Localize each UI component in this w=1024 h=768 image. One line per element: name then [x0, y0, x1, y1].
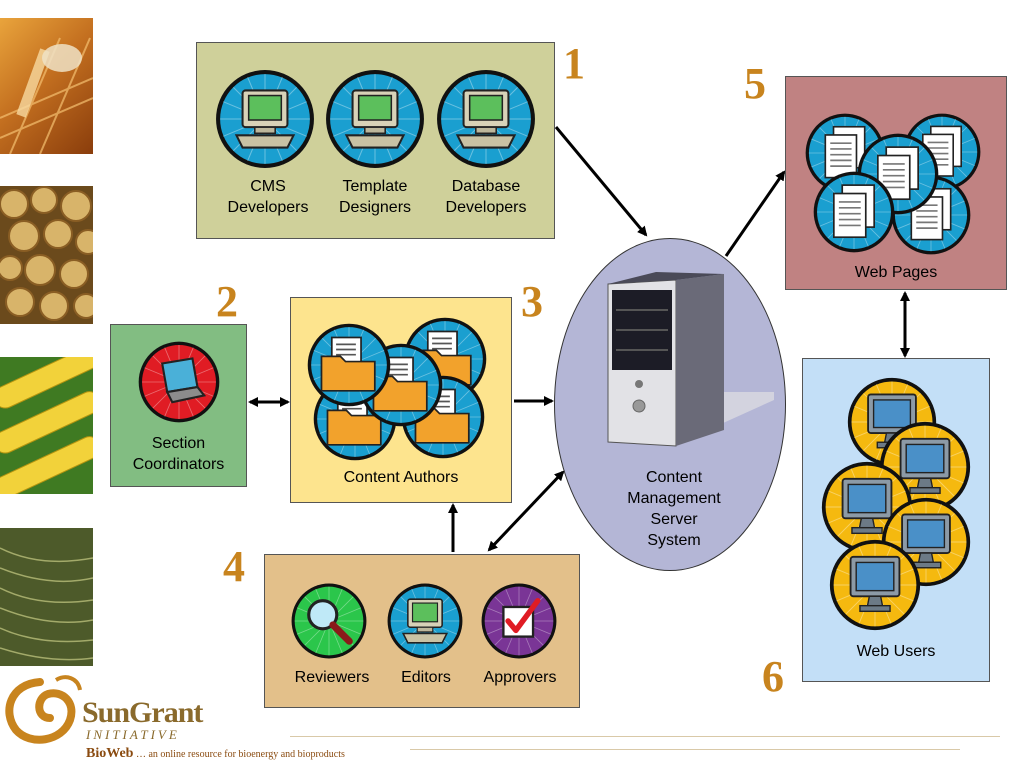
footer-rule-bottom — [410, 749, 960, 750]
folder-stack-icon — [302, 316, 492, 464]
group-number-2: 2 — [216, 277, 238, 326]
laptop-icon — [137, 340, 221, 424]
group-number-6: 6 — [762, 652, 784, 701]
approvers-label: Approvers — [483, 669, 557, 686]
footer-rule-top — [290, 736, 1000, 737]
photo-grass — [0, 528, 93, 666]
checkbox-icon — [480, 582, 558, 660]
group-number-1: 1 — [563, 39, 585, 88]
cms-developers-label: CMS Developers — [227, 178, 309, 216]
computer-icon — [214, 68, 316, 170]
sungrant-logo: SunGrant INITIATIVE — [0, 672, 220, 744]
server-tower-icon — [600, 270, 774, 450]
group-number-3: 3 — [521, 277, 543, 326]
content-authors-label: Content Authors — [343, 469, 459, 486]
group-number-5: 5 — [744, 59, 766, 108]
computer-icon — [386, 582, 464, 660]
template-designers-label: Template Designers — [338, 178, 412, 216]
section-coordinators-label: Section Coordinators — [132, 435, 225, 473]
footer-tagline-text: … an online resource for bioenergy and b… — [133, 749, 345, 760]
photo-logs — [0, 186, 93, 324]
footer-tagline: BioWeb … an online resource for bioenerg… — [86, 746, 345, 762]
monitor-stack-icon — [820, 376, 976, 634]
photo-corn — [0, 357, 93, 494]
arrow-developers-to-server — [554, 126, 648, 237]
computer-icon — [435, 68, 537, 170]
server-label: Content Management Server System — [627, 469, 721, 549]
database-developers-label: Database Developers — [445, 178, 527, 216]
footer-brand: BioWeb — [86, 746, 134, 761]
web-pages-label: Web Pages — [854, 264, 938, 281]
editors-label: Editors — [401, 669, 451, 686]
web-users-label: Web Users — [856, 643, 936, 660]
reviewers-label: Reviewers — [294, 669, 370, 686]
group-number-4: 4 — [223, 542, 245, 591]
logo-line1: SunGrant — [82, 696, 203, 729]
magnifier-icon — [290, 582, 368, 660]
logo-line2: INITIATIVE — [86, 727, 180, 742]
document-stack-icon — [804, 112, 984, 258]
photo-test-tubes — [0, 18, 93, 154]
computer-icon — [324, 68, 426, 170]
arrow-server-to-web-pages — [724, 170, 786, 257]
